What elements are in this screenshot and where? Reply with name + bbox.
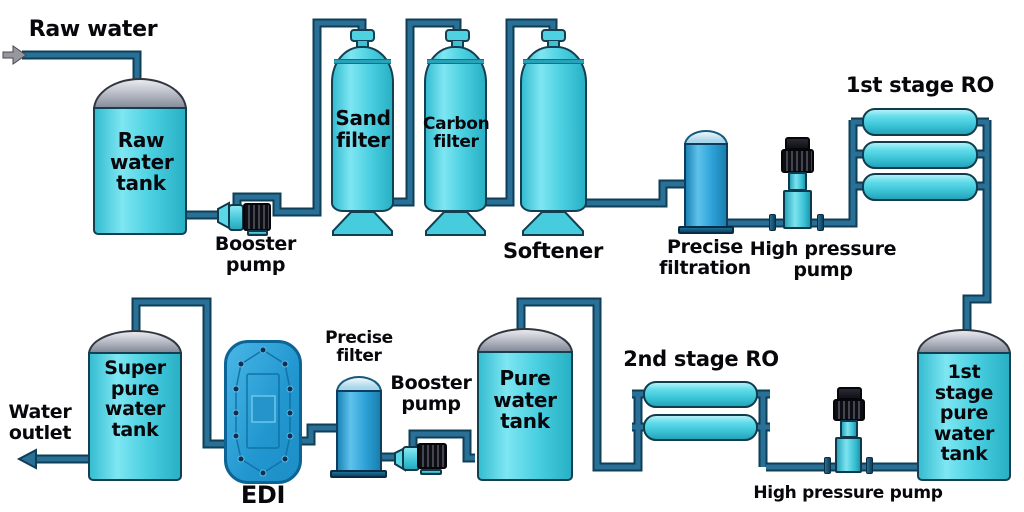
booster-pump-2-foot [420,469,442,475]
sand-filter-neck [356,41,369,49]
softener-label: Softener [502,239,604,263]
super-pure-tank-label: Super pure water tank [104,357,166,441]
softener-seam [523,59,584,64]
raw-water-tank [93,107,187,235]
hp-pump-1-flange-right [817,214,824,231]
hp-pump-2-label: High pressure pump [753,483,943,503]
hp-pump-1-flange-left [769,214,776,231]
precise-filter-vessel [336,390,382,473]
hp-pump-2-column [835,437,862,473]
second-stage-ro-label: 2nd stage RO [623,347,779,371]
ro2-membrane-1 [643,381,758,408]
raw-water-inlet-arrow-icon [2,45,27,65]
carbon-filter-seam [427,59,484,64]
precise-filter-label: Precise filter [325,328,393,367]
super-pure-tank [88,352,182,481]
edi-internals [232,346,294,477]
softener-neck [547,41,560,49]
edi-label: EDI [240,481,286,509]
booster-pump-1-motor [243,203,271,231]
sand-filter-label: Sand filter [335,106,391,152]
first-stage-tank [917,352,1011,481]
ro1-membrane-3 [862,173,978,201]
pipe-softener-to-precise-filtration [584,179,688,208]
booster-pump-1-foot [247,230,268,236]
softener-cone [522,211,584,236]
hp-pump-2-neck [840,420,858,438]
ro2-membrane-2 [643,414,758,441]
carbon-filter-vessel [424,46,487,212]
hp-pump-1-neck [788,172,807,191]
carbon-filter-neck [451,41,464,49]
edi-center-square [251,395,276,423]
water-outlet-arrow-icon [16,448,37,470]
raw-water-tank-label: Raw water tank [110,128,174,196]
edi-unit [224,340,302,484]
first-stage-tank-label: 1st stage pure water tank [933,361,995,466]
booster-pump-1-label: Booster pump [214,233,297,276]
hp-pump-1-label: High pressure pump [749,238,897,281]
ro1-membrane-2 [862,141,978,169]
raw-water-label: Raw water [28,17,158,42]
sand-filter-seam [334,59,391,64]
hp-pump-2-flange-right [866,457,873,474]
sand-filter-cone [332,211,393,236]
booster-pump-2-motor [417,443,447,469]
precise-filtration-label: Precise filtration [659,236,751,279]
sand-filter-vessel [331,46,394,212]
carbon-filter-cone [425,211,486,236]
precise-filtration-vessel [684,143,728,229]
pure-water-tank [477,351,573,481]
softener-vessel [520,46,587,212]
precise-filter-base [330,470,387,478]
booster-pump-2-label: Booster pump [390,372,472,415]
pure-water-tank-label: Pure water tank [493,366,557,434]
hp-pump-1-motor [781,149,814,173]
hp-pump-2-motor [833,399,865,421]
hp-pump-2-flange-left [824,457,831,474]
booster-pump-1-head [228,204,244,231]
hp-pump-1-column [783,190,812,229]
first-stage-ro-label: 1st stage RO [845,73,995,97]
water-outlet-label: Water outlet [8,401,72,444]
ro1-membrane-1 [862,108,978,136]
precise-filtration-base [678,226,734,234]
carbon-filter-label: Carbon filter [423,114,490,153]
